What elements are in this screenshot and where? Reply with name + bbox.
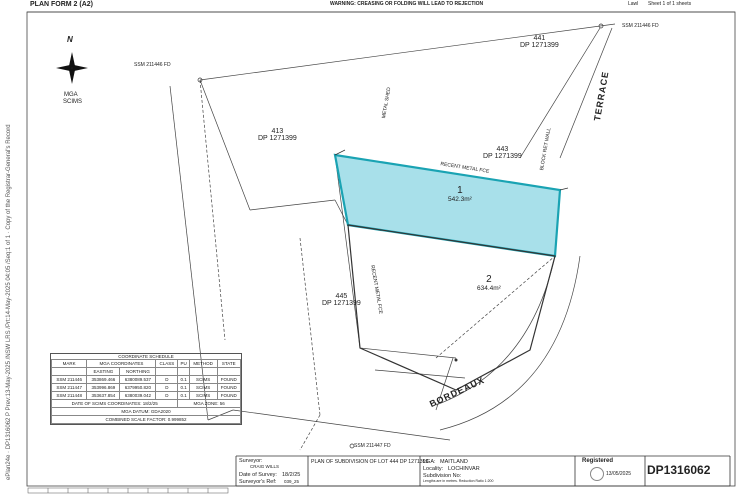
coord-header-class: CLASS [155,359,179,368]
coord-header-pu: PU [177,359,190,368]
north-symbol: N [67,35,73,44]
subdivision-label: Subdivision No: [423,473,462,479]
surveyor-ref: 039_25 [284,479,300,484]
coord-header-method: METHOD [188,359,218,368]
lengths-note: Lengths are in metres. Reduction Ratio 1… [423,479,494,483]
coord-zone: MGA ZONE: 56 [177,399,241,408]
registered-seal-icon [590,467,604,481]
coord-header-state: STATE [216,359,242,368]
date-of-survey: 18/2/25 [282,472,301,478]
surveyor-ref-label: Surveyor's Ref: [239,479,277,485]
lot-boundaries [169,23,616,451]
coordinate-schedule-table: COORDINATE SCHEDULE MARK MGA COORDINATES… [50,353,242,425]
sheet-count: Sheet 1 of 1 sheets [648,1,692,7]
registered-date: 13/05/2025 [606,471,632,477]
lga-label: LGA: [423,459,436,465]
lot-1-polygon [333,153,562,258]
north-arrow-icon [56,52,88,84]
surveyor-name: CRAIG WILLS [250,464,280,469]
lot-2-label: 2 634.4m² [477,274,501,292]
surveyor-label: Surveyor: [239,458,263,464]
coord-header-easting: EASTING [86,367,121,376]
lot-2-polygon [347,224,556,391]
coord-header-mark: MARK [50,359,88,368]
ssm-top-left-label: SSM 211446 FD [134,62,171,68]
registered-label: Registered [582,458,614,464]
coord-csf: COMBINED SCALE FACTOR: 0.999852 [51,415,241,424]
warning-text: WARNING: CREASING OR FOLDING WILL LEAD T… [330,1,484,7]
plan-title: PLAN OF SUBDIVISION OF LOT 444 DP 127139… [311,459,429,465]
peg-mark-icon [454,358,458,362]
dp-number: DP1316062 [647,463,711,477]
ssm-mark-icon [349,443,355,449]
north-label-scims: SCIMS [63,99,83,105]
lga-value: MAITLAND [440,459,468,465]
lot-1-label: 1 542.3m² [448,185,472,203]
ssm-top-right-label: SSM 211446 FD [622,23,659,29]
scale-bar [27,487,229,494]
plan-form-label: PLAN FORM 2 (A2) [30,1,93,8]
coord-subheader: MGA COORDINATES [86,359,157,368]
ssm-bottom-label: SSM 211447 FD [354,443,391,449]
coord-date: DATE OF SCIMS COORDINATES: 18/2/25 [50,399,179,408]
sheet-label: Lawl [628,1,639,7]
ssm-mark-icon [598,23,604,29]
date-of-survey-label: Date of Survey: [239,472,277,478]
sidebar-copy-notice: ePlan24e · DP1316062 P Prev:13-May-2025 … [6,124,12,480]
locality-label: Locality: [423,466,444,472]
coord-table-title: COORDINATE SCHEDULE [118,354,174,359]
coord-header-northing: NORTHING [119,367,157,376]
locality-value: LOCHINVAR [448,466,480,472]
coord-datum: MGA DATUM: GDA2020 [51,407,241,416]
north-label-mga: MGA [64,92,78,98]
ssm-mark-icon [197,77,203,83]
